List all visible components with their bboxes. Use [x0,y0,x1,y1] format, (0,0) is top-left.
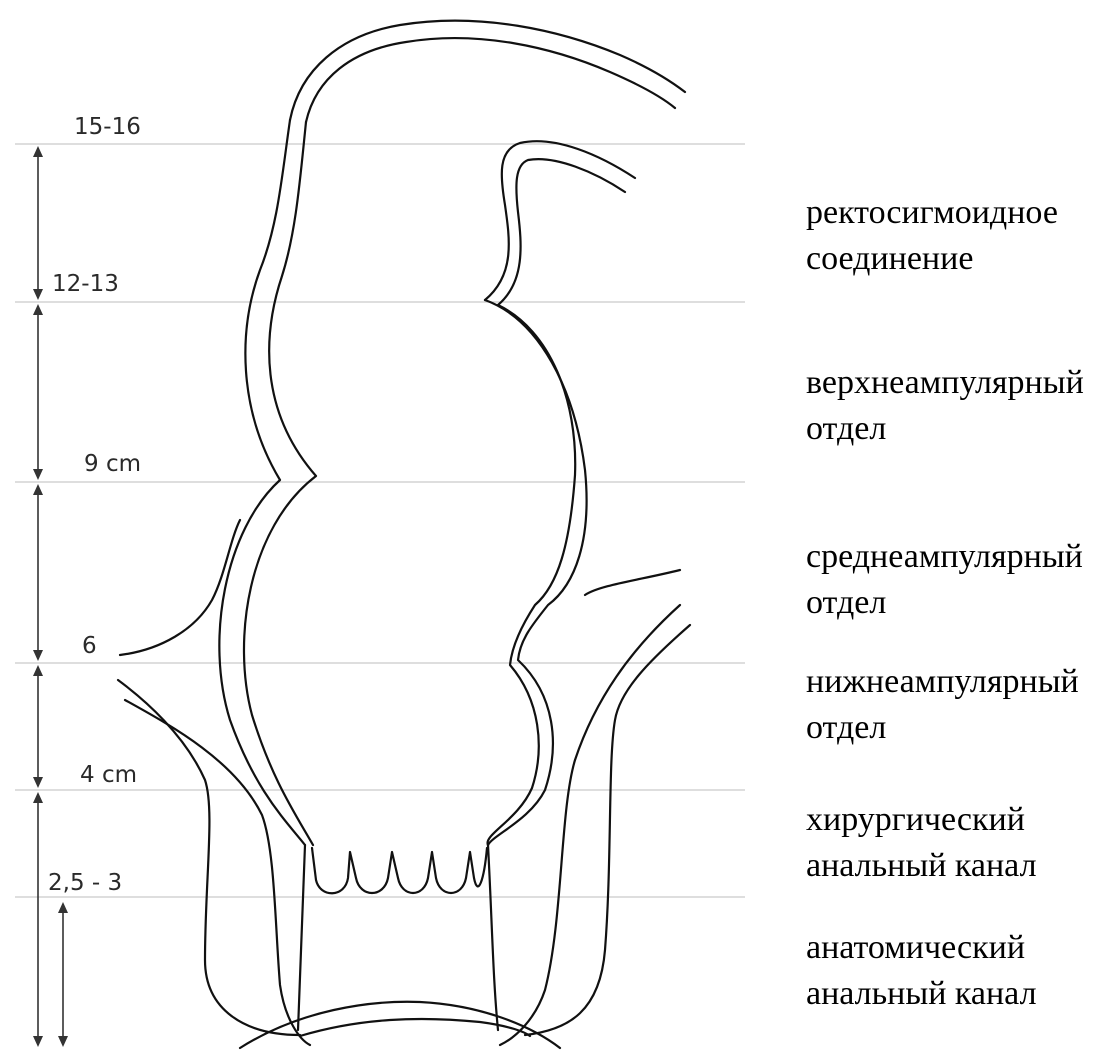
section-label-surgical-anal-canal: хирургический анальный канал [806,797,1037,889]
section-label-lower-ampullary: нижнеампулярный отдел [806,659,1079,751]
measure-4cm: 4 cm [80,762,137,788]
right-levator-upper [585,570,680,595]
measure-2-5-3: 2,5 - 3 [48,870,122,896]
section-label-line: нижнеампулярный [806,659,1079,705]
section-label-upper-ampullary: верхнеампулярный отдел [806,360,1084,452]
section-label-line: среднеампулярный [806,534,1083,580]
anal-crypts [312,848,487,893]
section-label-mid-ampullary: среднеампулярный отдел [806,534,1083,626]
rectosigmoid-inner [498,159,625,305]
left-wall-inner [244,122,316,845]
left-levator-upper [120,520,240,655]
measure-6: 6 [82,633,97,659]
section-label-line: хирургический [806,797,1037,843]
section-label-line: отдел [806,406,1084,452]
section-label-line: соединение [806,236,1058,282]
section-label-line: верхнеампулярный [806,360,1084,406]
section-label-line: ректосигмоидное [806,190,1058,236]
left-levator-inner [125,700,310,1045]
measure-9cm: 9 cm [84,451,141,477]
section-label-anatomical-anal-canal: анатомический анальный канал [806,925,1037,1017]
rectum-outline [118,21,690,1048]
section-label-line: анальный канал [806,843,1037,889]
right-wall-inner [488,305,576,845]
anal-canal-left-wall [298,845,305,1030]
anal-canal-right-wall [488,845,498,1030]
sigmoid-arc-outer [290,21,685,120]
right-wall-outer [485,300,587,845]
section-label-rectosigmoid: ректосигмоидное соединение [806,190,1058,282]
section-label-line: анатомический [806,925,1037,971]
section-label-line: анальный канал [806,971,1037,1017]
section-label-line: отдел [806,580,1083,626]
anal-verge-outer [240,1002,560,1048]
left-levator-outer [118,680,300,1035]
anal-verge-inner [300,1019,530,1036]
rectosigmoid-outer [485,141,635,300]
measure-15-16: 15-16 [74,114,141,140]
sigmoid-arc-inner [306,38,675,122]
measure-12-13: 12-13 [52,271,119,297]
section-label-line: отдел [806,705,1079,751]
